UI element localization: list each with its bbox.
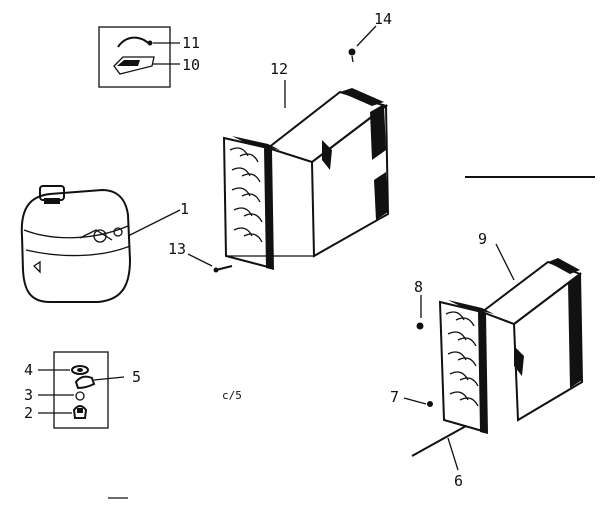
bracket-part-10 [113,56,180,75]
screw-part-7 [403,397,433,407]
screw-part-14 [348,25,377,63]
callout-14: 14 [374,10,392,28]
gasket-part-4 [71,365,89,375]
inset-parts-10-11 [98,26,180,88]
callout-11: 11 [182,34,200,52]
callout-13: 13 [168,240,186,258]
callout-10: 10 [182,56,200,74]
compressor-part-1 [20,185,181,303]
callout-7: 7 [390,388,399,406]
screw-part-8 [416,295,424,330]
callout-2: 2 [24,404,33,422]
tube-part-6 [411,425,467,471]
callout-3: 3 [24,386,33,404]
callout-5: 5 [132,368,141,386]
condenser-coil-part-12 [222,80,390,270]
callout-12: 12 [270,60,288,78]
diagram-note: c/5 [222,389,242,402]
callout-6: 6 [454,472,463,490]
clip-part-11 [117,36,151,48]
inset-parts-2-5 [38,351,125,429]
callout-9: 9 [478,230,487,248]
screw-part-13 [187,253,233,273]
callout-4: 4 [24,361,33,379]
cap-part-5 [74,375,96,390]
ring-part-3 [75,391,85,401]
valve-part-2 [72,405,88,419]
callout-8: 8 [414,278,423,296]
callout-1: 1 [180,200,189,218]
evaporator-coil-part-9 [438,243,584,434]
